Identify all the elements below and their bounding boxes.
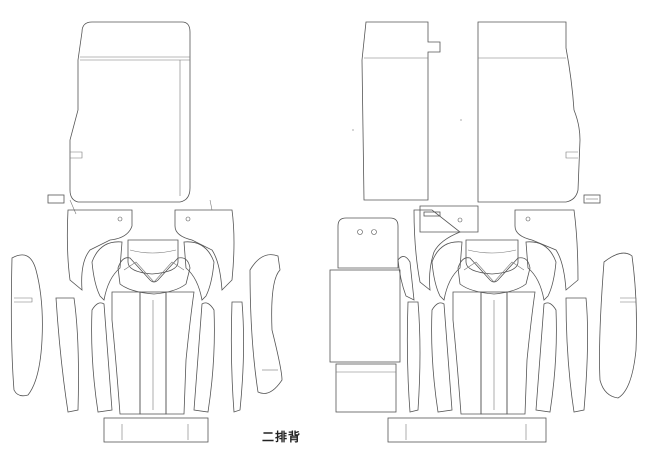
left-small-tab bbox=[47, 194, 65, 204]
right-thin-bolster-2 bbox=[535, 302, 557, 413]
right-bottom-tray bbox=[387, 417, 547, 443]
left-headrest-inner bbox=[129, 249, 177, 254]
left-bottom-tray bbox=[103, 417, 209, 443]
right-far-right-notch bbox=[620, 297, 637, 303]
left-side-strip-r bbox=[165, 291, 195, 415]
right-backrest-right-panel bbox=[477, 21, 581, 203]
right-upper-wing-right bbox=[514, 209, 579, 291]
right-mid-hole bbox=[457, 217, 463, 223]
right-thin-bolster-1 bbox=[431, 302, 453, 413]
left-wing-hole-2 bbox=[185, 216, 191, 222]
left-tab-mark-2 bbox=[209, 199, 213, 211]
right-side-strip-r bbox=[506, 291, 536, 415]
right-cushion-top-inner bbox=[463, 261, 525, 283]
right-thin-bolster-3 bbox=[406, 301, 421, 413]
right-far-right-piece bbox=[599, 252, 637, 399]
left-seat-pattern-group bbox=[10, 21, 283, 443]
right-backrest-notch bbox=[565, 151, 578, 159]
left-backrest-notch bbox=[70, 151, 83, 159]
center-hole-2 bbox=[371, 229, 377, 235]
left-headrest-dome bbox=[127, 239, 179, 275]
left-right-side-piece bbox=[249, 254, 283, 394]
left-outer-bolster-r bbox=[183, 241, 215, 301]
left-thin-bolster-1 bbox=[91, 302, 113, 413]
left-upper-wing-left bbox=[66, 209, 133, 291]
right-outer-bolster-r bbox=[525, 241, 557, 301]
right-cushion-top bbox=[457, 257, 531, 295]
center-top-panel bbox=[337, 217, 399, 269]
right-backrest-left-panel bbox=[361, 21, 441, 201]
left-cushion-top bbox=[117, 257, 191, 295]
left-side-strip-l bbox=[111, 291, 141, 415]
left-outer-bolster-l bbox=[91, 241, 123, 301]
right-upper-wing-left bbox=[413, 209, 461, 291]
left-cushion-top-inner bbox=[123, 261, 185, 283]
right-wing-hole bbox=[525, 216, 531, 222]
right-headrest-inner bbox=[467, 249, 517, 254]
left-thin-bolster-2 bbox=[193, 302, 215, 413]
center-hole-1 bbox=[357, 229, 363, 235]
center-mid-panel bbox=[329, 269, 401, 363]
right-far-left-piece bbox=[397, 256, 415, 301]
left-far-side-piece bbox=[10, 254, 43, 397]
left-tab-mark bbox=[69, 199, 77, 215]
right-outer-bolster-l bbox=[431, 241, 463, 301]
left-wing-hole bbox=[117, 216, 123, 222]
left-upper-wing-right bbox=[174, 209, 235, 291]
center-lower-panel bbox=[335, 363, 397, 413]
right-mid-connector bbox=[419, 205, 479, 233]
right-small-tab bbox=[583, 194, 601, 204]
right-mid-slot bbox=[423, 211, 441, 217]
left-backrest-panel bbox=[69, 21, 191, 203]
center-pattern-group bbox=[329, 119, 462, 413]
right-thin-bolster-4 bbox=[565, 297, 588, 413]
right-headrest-dome bbox=[465, 239, 519, 275]
left-far-side-notch bbox=[14, 297, 33, 303]
right-side-strip-l bbox=[452, 291, 482, 415]
diagram-caption: 二排背 bbox=[262, 430, 302, 444]
right-seat-pattern-group bbox=[361, 21, 637, 443]
left-thin-bolster-4 bbox=[230, 301, 244, 413]
left-thin-bolster-3 bbox=[55, 297, 79, 413]
